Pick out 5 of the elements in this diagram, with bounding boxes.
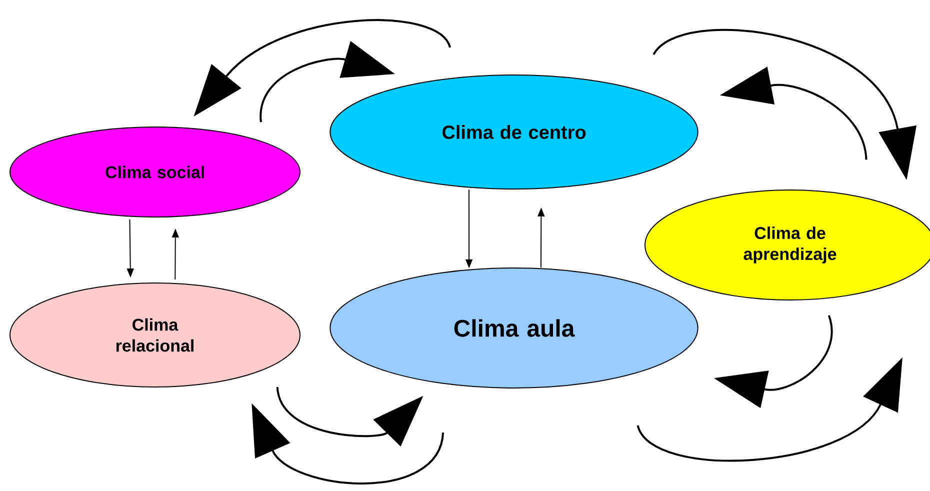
ellipse-node: Clima aula (330, 268, 698, 388)
ellipse-node: Clima de centro (330, 74, 698, 190)
ellipse-node: Clima social (10, 126, 300, 218)
ellipse-node: Clima relacional (10, 282, 300, 388)
ellipse-node: Clima de aprendizaje (644, 190, 930, 300)
